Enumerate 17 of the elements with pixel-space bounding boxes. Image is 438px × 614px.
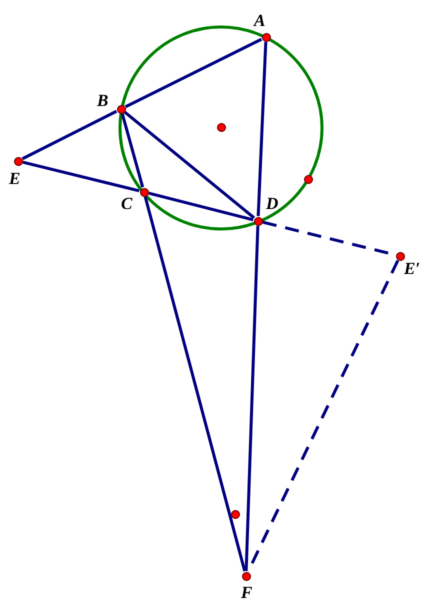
line-segment: [244, 226, 260, 572]
line-segment: [144, 196, 246, 572]
dashed-line-segment: [246, 260, 400, 572]
point-label: B: [97, 92, 108, 109]
point-label: D: [266, 195, 278, 212]
point-label: C: [121, 195, 132, 212]
line-segment: [22, 160, 140, 192]
point-label: F: [241, 584, 252, 601]
line-segment: [120, 113, 144, 188]
point-label: E′: [404, 260, 420, 277]
point-label: E: [9, 170, 20, 187]
line-segment: [22, 110, 118, 160]
line-segment: [124, 111, 256, 219]
line-segment: [124, 38, 262, 108]
line-segment: [256, 42, 268, 216]
line-segment: [148, 192, 254, 222]
point-label: A: [254, 12, 266, 29]
